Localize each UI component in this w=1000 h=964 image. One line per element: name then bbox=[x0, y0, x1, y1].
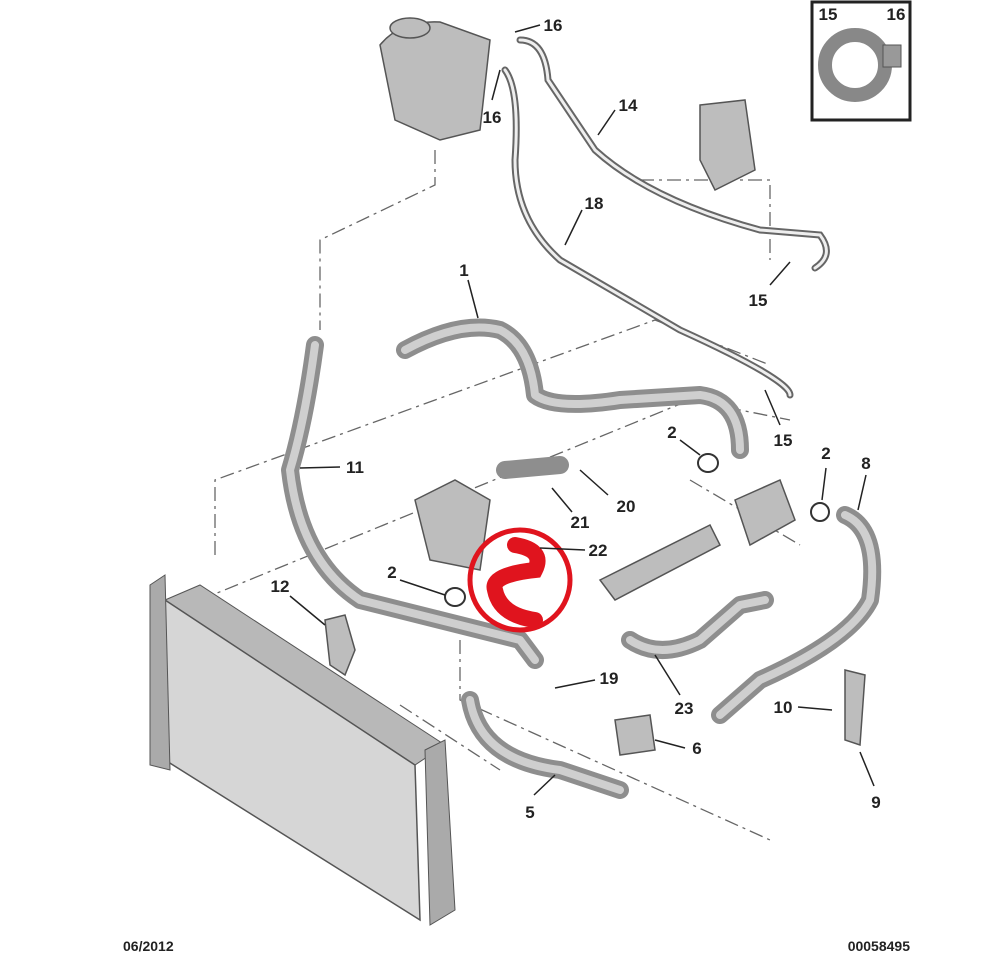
label-10: 10 bbox=[774, 698, 793, 717]
label-2: 2 bbox=[387, 563, 396, 582]
callout-labels: 16 16 14 18 1 15 15 2 2 8 11 20 21 22 2 … bbox=[271, 16, 881, 822]
inset-label-15: 15 bbox=[819, 5, 838, 24]
bracket-12 bbox=[324, 614, 356, 677]
radiator bbox=[149, 574, 456, 926]
clamp-2 bbox=[697, 453, 719, 473]
label-23: 23 bbox=[675, 699, 694, 718]
highlighted-hose-22 bbox=[467, 527, 573, 633]
valve-unit bbox=[699, 99, 756, 192]
thin-pipes bbox=[501, 36, 830, 399]
label-12: 12 bbox=[271, 577, 290, 596]
label-5: 5 bbox=[525, 803, 534, 822]
sensor-10 bbox=[844, 669, 866, 747]
leader-lines bbox=[289, 24, 875, 796]
label-6: 6 bbox=[692, 739, 701, 758]
label-1: 1 bbox=[459, 261, 468, 280]
thermostat-housing bbox=[734, 478, 796, 547]
coolant-hoses bbox=[281, 318, 882, 799]
diagram-date: 06/2012 bbox=[123, 938, 174, 954]
egr-cooler bbox=[598, 523, 721, 601]
label-2: 2 bbox=[821, 444, 830, 463]
inset-label-16: 16 bbox=[887, 5, 906, 24]
label-14: 14 bbox=[619, 96, 638, 115]
label-15: 15 bbox=[774, 431, 793, 450]
label-22: 22 bbox=[589, 541, 608, 560]
label-16: 16 bbox=[544, 16, 563, 35]
highlight-circle bbox=[467, 527, 573, 633]
label-21: 21 bbox=[571, 513, 590, 532]
expansion-tank bbox=[379, 17, 491, 141]
label-16: 16 bbox=[483, 108, 502, 127]
clamp-2 bbox=[810, 502, 830, 522]
inset-clamp-detail: 15 16 bbox=[810, 0, 912, 122]
label-9: 9 bbox=[871, 793, 880, 812]
label-11: 11 bbox=[346, 458, 364, 477]
clamp-2 bbox=[444, 587, 466, 607]
label-15: 15 bbox=[749, 291, 768, 310]
label-2: 2 bbox=[667, 423, 676, 442]
water-pump bbox=[414, 479, 491, 571]
label-20: 20 bbox=[617, 497, 636, 516]
label-8: 8 bbox=[861, 454, 870, 473]
label-18: 18 bbox=[585, 194, 604, 213]
bracket-6 bbox=[614, 714, 656, 756]
label-19: 19 bbox=[600, 669, 619, 688]
diagram-reference: 00058495 bbox=[848, 938, 911, 954]
